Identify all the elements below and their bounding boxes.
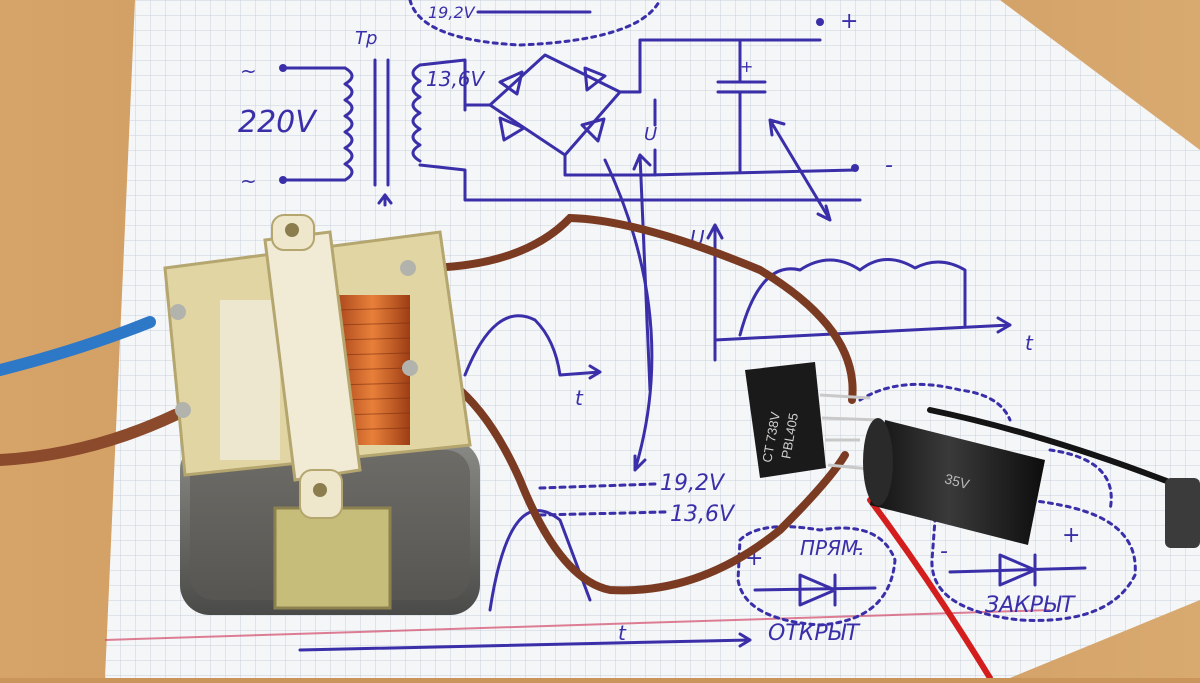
graph-t-label-1: t	[1025, 331, 1034, 355]
closed-minus: -	[940, 539, 948, 564]
schematic-transformer: 220V ~ ~ Tp 13,6V	[238, 28, 862, 202]
cap-plus-label: +	[740, 57, 753, 76]
mains-voltage-label: 220V	[238, 105, 318, 140]
transformer	[163, 214, 480, 615]
forward-minus: -	[855, 536, 863, 561]
peak-voltage-label: 19,2V	[660, 471, 726, 496]
crocodile-clip	[1165, 478, 1200, 548]
closed-label: ЗАКРЫТ	[985, 593, 1076, 618]
forward-label: ПРЯМ.	[800, 536, 865, 560]
waveform-graphs: U t t t 19,2V 13,6V	[298, 153, 1034, 652]
schematic-bridge: + - U +	[377, 9, 893, 222]
capacitor-component: 35V	[863, 418, 1045, 545]
open-label: ОТКРЫТ	[768, 621, 861, 646]
top-note: 19,2V	[408, 0, 662, 47]
doodle-outlines	[858, 382, 1113, 512]
capacitor-marking: 35V	[943, 470, 972, 492]
secondary-voltage-label: 13,6V	[426, 67, 486, 91]
tilde-bottom: ~	[240, 169, 257, 193]
u-symbol-schematic: U	[644, 124, 657, 145]
closed-plus: +	[1062, 523, 1080, 548]
transformer-symbol: Tp	[355, 28, 377, 49]
graph-t-label-3: t	[618, 621, 627, 645]
graph-t-label-2: t	[575, 386, 584, 410]
rms-voltage-label: 13,6V	[670, 502, 736, 527]
tilde-top: ~	[240, 59, 257, 83]
wires	[0, 213, 1193, 681]
dc-minus-label: -	[885, 153, 893, 178]
dc-plus-label: +	[840, 9, 858, 34]
top-note-voltage: 19,2V	[428, 3, 476, 22]
diode-bridge-component: CT 738V PBL405	[745, 362, 881, 478]
